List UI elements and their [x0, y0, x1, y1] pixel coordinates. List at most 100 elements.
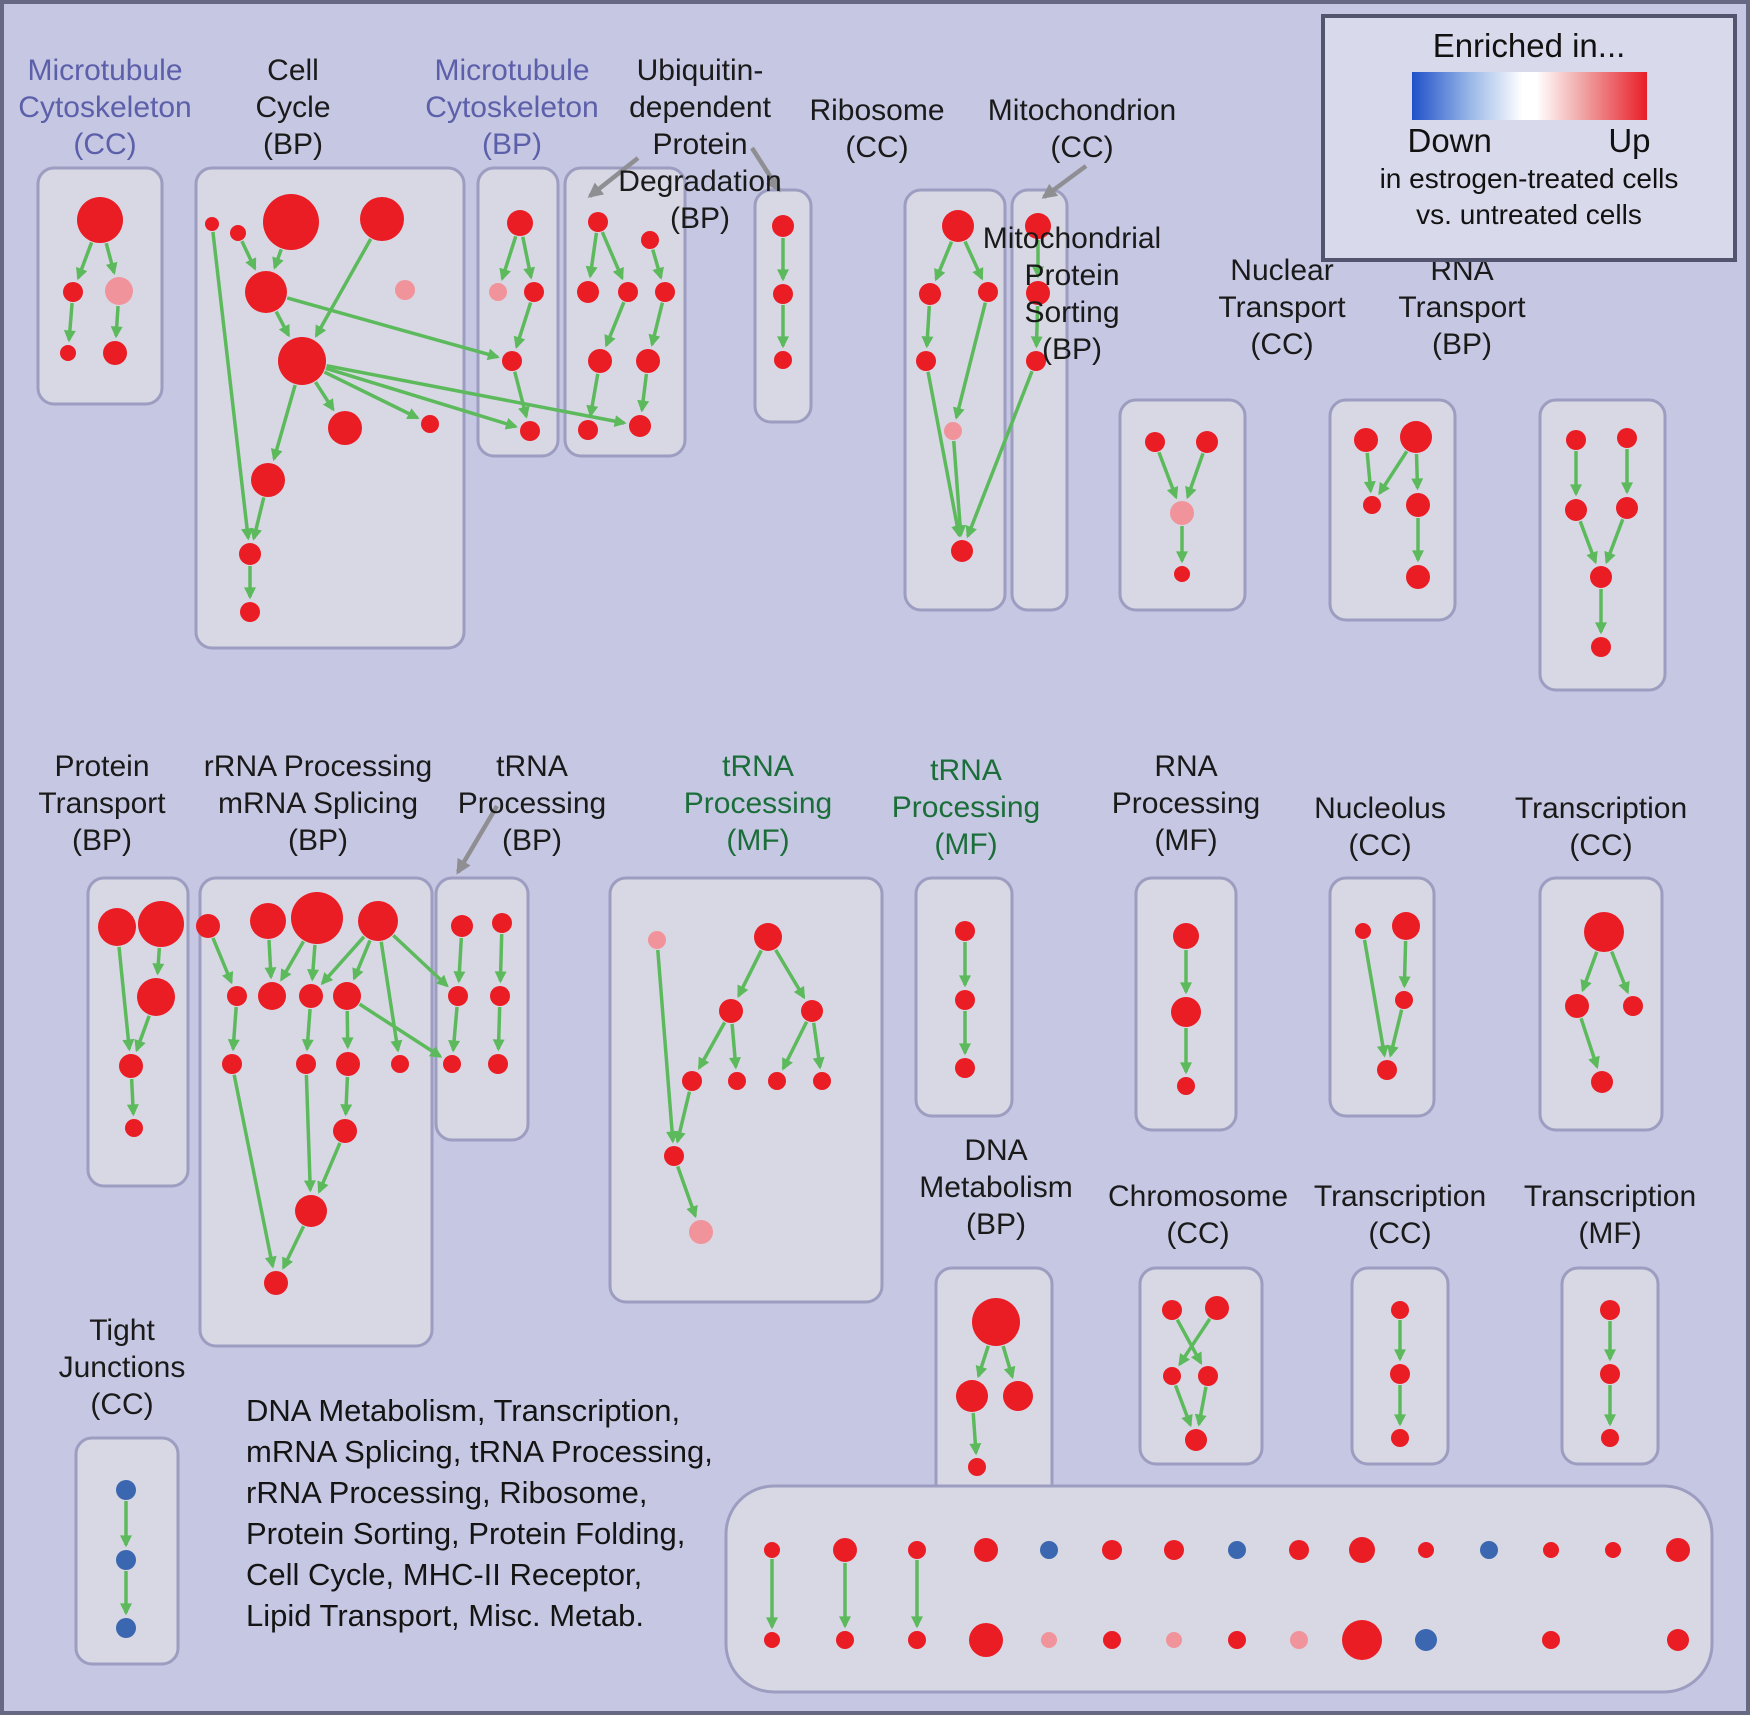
edge-arrow: [1001, 1345, 1016, 1380]
go-term-node: [488, 1054, 508, 1074]
edge-arrow: [604, 301, 626, 348]
edge-arrow: [307, 944, 320, 982]
edge-arrow: [104, 242, 118, 275]
go-term-node: [137, 978, 175, 1016]
go-term-node: [296, 1054, 316, 1074]
cluster-box-nuclear-transport-cc: [1328, 398, 1457, 622]
go-term-node: [1355, 923, 1371, 939]
go-term-node: [641, 231, 659, 249]
edge-arrow: [1185, 452, 1205, 500]
go-term-node: [1174, 566, 1190, 582]
go-term-node: [239, 543, 261, 565]
go-term-node: [1542, 1631, 1560, 1649]
go-term-node: [1666, 1538, 1690, 1562]
edge-arrow: [926, 371, 964, 538]
edge-arrow: [963, 240, 984, 281]
go-term-node: [577, 281, 599, 303]
edge-arrow: [301, 1008, 314, 1052]
edge-arrow: [1178, 1317, 1212, 1367]
go-term-node: [1584, 912, 1624, 952]
cluster-box-microtubule-cytoskeleton-bp: [476, 166, 560, 458]
go-term-node: [490, 986, 510, 1006]
edge-arrow: [637, 373, 650, 413]
go-term-node: [421, 415, 439, 433]
edge-arrow: [211, 937, 234, 985]
go-term-node: [1177, 1077, 1195, 1095]
go-term-node: [1623, 996, 1643, 1016]
go-term-node: [951, 540, 973, 562]
legend-title: Enriched in...: [1432, 27, 1626, 64]
edge-arrow: [134, 1015, 151, 1053]
go-term-node: [969, 1623, 1003, 1657]
go-term-node: [1342, 1620, 1382, 1660]
label-pointer-arrow: [1041, 164, 1088, 199]
edge-arrow: [379, 941, 403, 1053]
edge-arrow: [499, 235, 518, 281]
go-term-node: [451, 915, 473, 937]
go-term-node: [98, 908, 136, 946]
go-term-node: [968, 1458, 986, 1476]
edge-arrow: [250, 497, 266, 541]
edge-arrow: [600, 231, 624, 281]
go-term-node: [618, 282, 638, 302]
go-term-node: [908, 1631, 926, 1649]
edge-arrow: [110, 305, 123, 339]
go-term-node: [1566, 430, 1586, 450]
edge-arrow: [676, 1165, 698, 1219]
edge-arrow: [392, 934, 449, 988]
edge-arrow: [286, 296, 500, 361]
go-term-node: [227, 986, 247, 1006]
go-term-node: [655, 282, 675, 302]
edge-arrow: [76, 241, 94, 281]
edge-arrow: [648, 302, 665, 347]
go-term-node: [773, 284, 793, 304]
go-term-node: [942, 210, 974, 242]
go-term-node: [333, 982, 361, 1010]
edge-arrow: [1579, 1017, 1600, 1070]
go-term-node: [648, 931, 666, 949]
go-term-node: [507, 210, 533, 236]
go-term-node: [1591, 1071, 1613, 1093]
edge-arrow: [651, 249, 664, 280]
edge-arrow: [152, 947, 165, 976]
go-term-node: [1392, 912, 1420, 940]
go-term-node: [222, 1054, 242, 1074]
go-term-node: [774, 351, 792, 369]
go-term-node: [719, 999, 743, 1023]
go-term-node: [1543, 1542, 1559, 1558]
go-term-node: [955, 921, 975, 941]
go-term-node: [629, 415, 651, 437]
go-term-node: [1185, 1429, 1207, 1451]
go-term-node: [578, 420, 598, 440]
edge-arrow: [952, 302, 988, 420]
go-term-node: [1349, 1537, 1375, 1563]
go-term-node: [813, 1072, 831, 1090]
edge-arrow: [494, 933, 507, 984]
go-term-node: [278, 337, 326, 385]
go-term-node: [1228, 1541, 1246, 1559]
edge-arrow: [314, 381, 335, 412]
edge-arrow: [240, 240, 257, 271]
cluster-box-rrna-processing-mrna-splicing-bp: [198, 876, 434, 1348]
edge-arrow: [492, 1006, 505, 1052]
edge-arrow: [965, 370, 1034, 539]
go-term-node: [77, 197, 123, 243]
go-term-node: [328, 411, 362, 445]
go-term-node: [1406, 493, 1430, 517]
go-term-node: [801, 1000, 823, 1022]
go-term-node: [919, 283, 941, 305]
go-term-node: [1171, 997, 1201, 1027]
edge-arrow: [453, 937, 466, 984]
edge-arrow: [211, 231, 254, 541]
go-term-node: [250, 903, 286, 939]
legend: Enriched in... Down Up in estrogen-treat…: [1321, 14, 1737, 262]
edge-arrow: [656, 949, 679, 1144]
go-term-node: [299, 984, 323, 1008]
go-term-node: [1205, 1296, 1229, 1320]
legend-up-label: Up: [1608, 122, 1651, 159]
go-term-node: [1003, 1381, 1033, 1411]
go-term-node: [1605, 1542, 1621, 1558]
go-term-node: [358, 901, 398, 941]
edge-arrow: [513, 371, 530, 419]
go-term-node: [116, 1618, 136, 1638]
